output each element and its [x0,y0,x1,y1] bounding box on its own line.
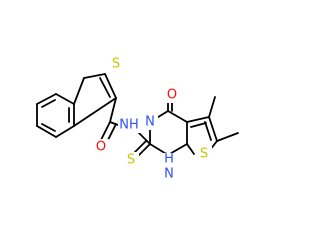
atom-n-ring: N [145,115,155,130]
bond [83,73,106,79]
bond [104,73,117,99]
thiophene-ring-benzo [73,73,117,127]
atom-o-amide: O [96,140,106,155]
bond [109,97,117,123]
label-bg [162,153,176,181]
atom-s-thione: S [127,153,135,168]
bond [100,121,111,141]
atom-labels: S O NH N O S H N S [93,56,212,182]
molecule-structure: S O NH N O S H N S [36,56,239,182]
bond [55,93,75,105]
bond [73,77,85,105]
bond [138,132,151,145]
atom-n-ring-h: N [164,167,174,182]
label-bg [108,56,124,72]
bond-inner [41,99,56,108]
bond [73,97,117,127]
bond [167,110,188,123]
atom-nh-amide: NH [119,118,139,133]
methyl-bond [208,96,216,118]
thiophene-ring-fused [186,96,239,155]
label-bg [123,152,139,168]
label-bg [142,114,158,130]
label-bg [164,87,180,103]
bond [55,125,75,138]
atom-s-thiophene: S [200,147,208,162]
bond [208,116,218,142]
label-bg [118,117,140,133]
bond-inner [99,77,111,98]
methyl-bond [216,132,239,142]
bond-inner [204,121,212,141]
bond-inner [190,122,207,128]
atom-o-keto: O [167,88,177,103]
bond [36,93,57,105]
atom-s-benzothiophene: S [112,57,120,72]
benzene-ring [36,93,75,138]
bond [36,125,57,138]
bond-inner [41,123,56,132]
bond [137,143,151,157]
bond [186,116,210,123]
bond [133,140,147,154]
label-bg [196,146,212,162]
bond [186,143,195,155]
atom-h-ring: H [164,152,174,167]
pyrimidine-ring [133,101,188,157]
label-bg [93,139,109,155]
